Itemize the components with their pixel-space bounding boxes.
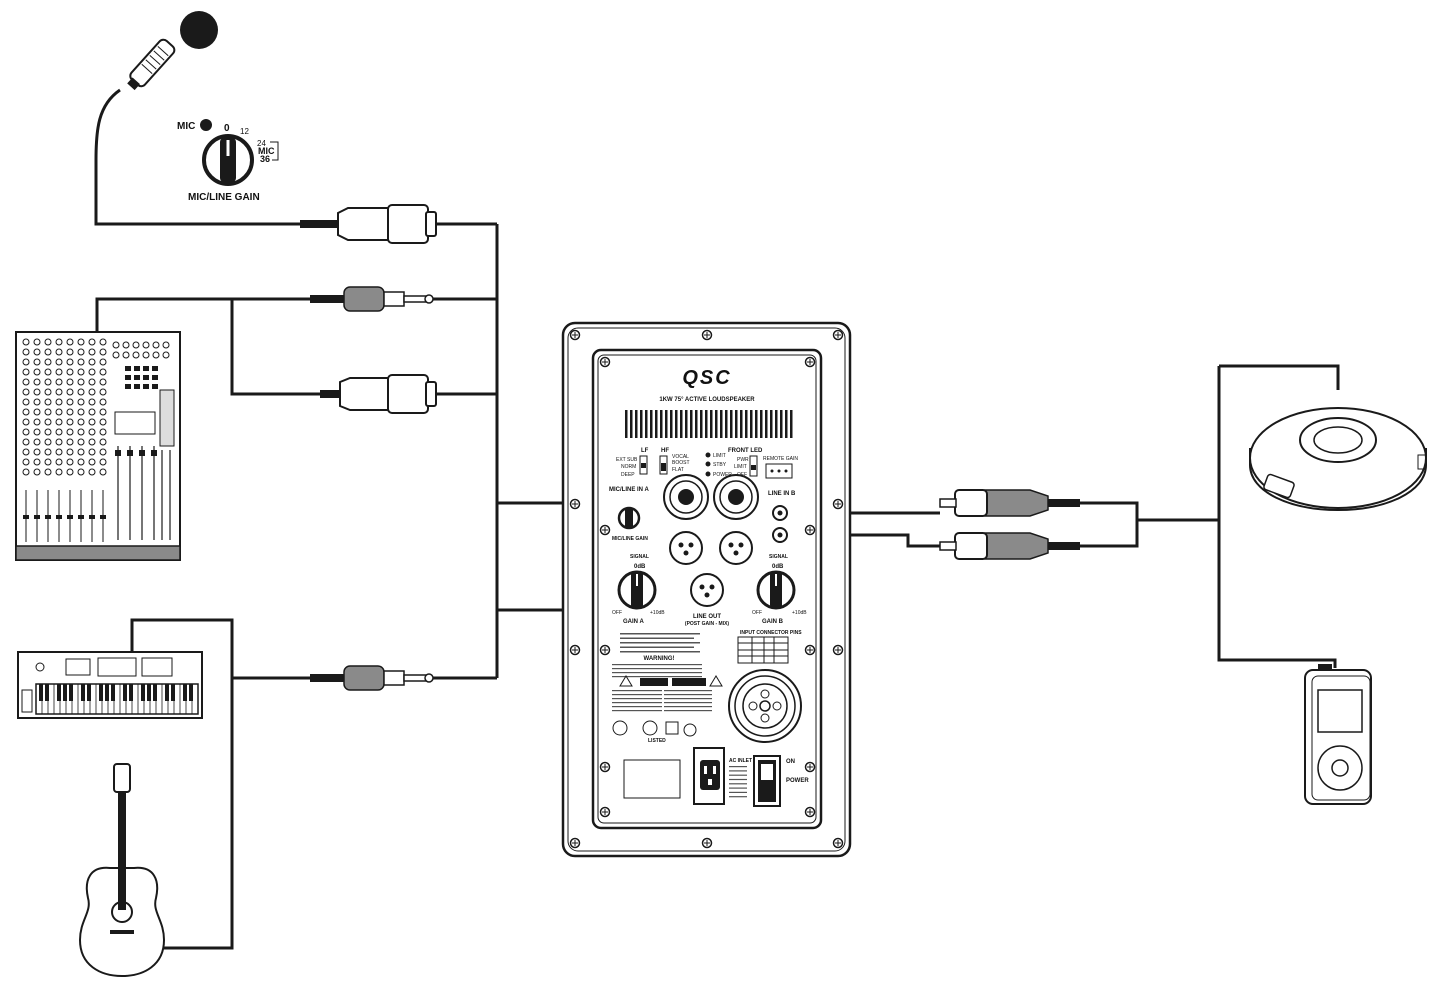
lf-switch[interactable] — [639, 455, 648, 475]
pin-table — [737, 636, 789, 664]
vent-grille — [625, 410, 793, 438]
odb-b-label: 0dB — [772, 564, 784, 570]
jack-connector-1 — [310, 286, 434, 312]
ac-inlet-label: AC INLET — [729, 758, 752, 764]
instrument-cable — [130, 618, 234, 950]
fan-guard-icon — [728, 669, 802, 743]
player-bus-wire — [1217, 366, 1337, 668]
mixer-xlr-cable — [230, 299, 320, 396]
input-pins-label: INPUT CONNECTOR PINS — [740, 630, 802, 636]
limit-led-label: LIMIT — [713, 453, 726, 459]
ext-sub-label: EXT SUB — [616, 457, 638, 463]
line-out-label: LINE OUT — [693, 614, 721, 620]
mic-line-in-a-label: MIC/LINE IN A — [609, 487, 649, 493]
guitar-icon — [78, 763, 166, 978]
warning-label: WARNING! — [644, 656, 675, 662]
microphone — [127, 11, 218, 91]
power-label: POWER — [786, 778, 809, 784]
mixer-cable — [95, 297, 310, 332]
rca-input-jacks[interactable] — [772, 505, 788, 543]
limit-sw-label: LIMIT — [734, 464, 747, 470]
on-label: ON — [786, 759, 795, 765]
gain-mic36-b: 36 — [260, 154, 270, 164]
gain-a-knob[interactable] — [617, 570, 657, 610]
rca-connector-right — [939, 532, 1080, 560]
power-led-icon — [705, 471, 711, 477]
deep-label: DEEP — [621, 472, 635, 478]
hf-switch[interactable] — [659, 455, 668, 475]
norm-label: NORM — [621, 464, 636, 470]
cd-player-wire — [1219, 364, 1340, 390]
mixer-icon — [15, 331, 181, 561]
hf-label: HF — [661, 448, 669, 454]
limit-led-icon — [705, 452, 711, 458]
cd-player-icon — [1249, 407, 1427, 512]
gain-mic36-a: MIC — [258, 146, 275, 156]
mp3-player-icon — [1304, 664, 1372, 805]
line-out-sub-label: (POST GAIN - MIX) — [685, 621, 730, 627]
xlr-connector-1 — [300, 204, 437, 244]
gain-b-label: GAIN B — [762, 619, 784, 625]
power-led-label: POWER — [713, 472, 732, 478]
off-a-label: OFF — [612, 610, 622, 616]
front-led-label: FRONT LED — [728, 448, 763, 454]
off-b-label: OFF — [752, 610, 762, 616]
flat-label: FLAT — [672, 467, 684, 473]
listed-label: LISTED — [648, 738, 666, 744]
brand-logo: QSC — [682, 367, 731, 389]
compliance-text-block — [612, 633, 712, 712]
pwr-label: PWR — [737, 457, 749, 463]
input-b-combo-jack[interactable] — [713, 474, 759, 520]
power-switch[interactable] — [753, 755, 781, 807]
front-led-switch[interactable] — [749, 455, 758, 477]
mic-head-icon — [180, 11, 218, 49]
keyboard-icon — [17, 651, 203, 719]
line-in-b-label: LINE IN B — [768, 491, 796, 497]
rca-connector-left — [939, 489, 1080, 517]
mic-line-gain-label: MIC/LINE GAIN — [612, 536, 648, 542]
xlr-line-out[interactable] — [690, 573, 724, 607]
signal-b-label: SIGNAL — [769, 554, 788, 560]
odb-a-label: 0dB — [634, 564, 646, 570]
stby-led-icon — [705, 461, 711, 467]
xlr-connector-2 — [320, 374, 437, 414]
speaker-rear-panel: QSC 1KW 75° ACTIVE LOUDSPEAKER LF HF EXT… — [561, 321, 852, 858]
mic-indicator-icon — [200, 119, 212, 131]
speaker-model: 1KW 75° ACTIVE LOUDSPEAKER — [659, 397, 755, 403]
stby-led-label: STBY — [713, 462, 727, 468]
signal-a-label: SIGNAL — [630, 554, 649, 560]
rca-y-wire — [1080, 501, 1139, 548]
xlr-input-a[interactable] — [669, 531, 703, 565]
label-plate — [623, 759, 681, 799]
remote-gain-label: REMOTE GAIN — [763, 456, 798, 462]
vocal-label: VOCAL — [672, 454, 689, 460]
gain-knob-detail: MIC 0 12 24 MIC 36 MIC/LINE GAIN — [177, 119, 279, 203]
gain-title: MIC/LINE GAIN — [188, 192, 260, 203]
jack-connector-2 — [310, 665, 434, 691]
gain-tick-24: 24 — [257, 139, 266, 148]
plus10-a-label: +10dB — [650, 610, 665, 616]
gain-tick-0: 0 — [224, 123, 230, 134]
ac-inlet[interactable] — [693, 747, 725, 805]
gain-tick-12: 12 — [240, 127, 249, 136]
gain-a-label: GAIN A — [623, 619, 644, 625]
boost-label: BOOST — [672, 460, 690, 466]
mic-label: MIC — [177, 121, 195, 132]
gain-b-knob[interactable] — [756, 570, 796, 610]
remote-gain-connector[interactable] — [765, 463, 793, 479]
certification-marks — [612, 720, 697, 737]
xlr-input-b[interactable] — [719, 531, 753, 565]
mic-cable — [94, 88, 300, 226]
input-a-combo-jack[interactable] — [663, 474, 709, 520]
plus10-b-label: +10dB — [792, 610, 807, 616]
lf-label: LF — [641, 448, 649, 454]
